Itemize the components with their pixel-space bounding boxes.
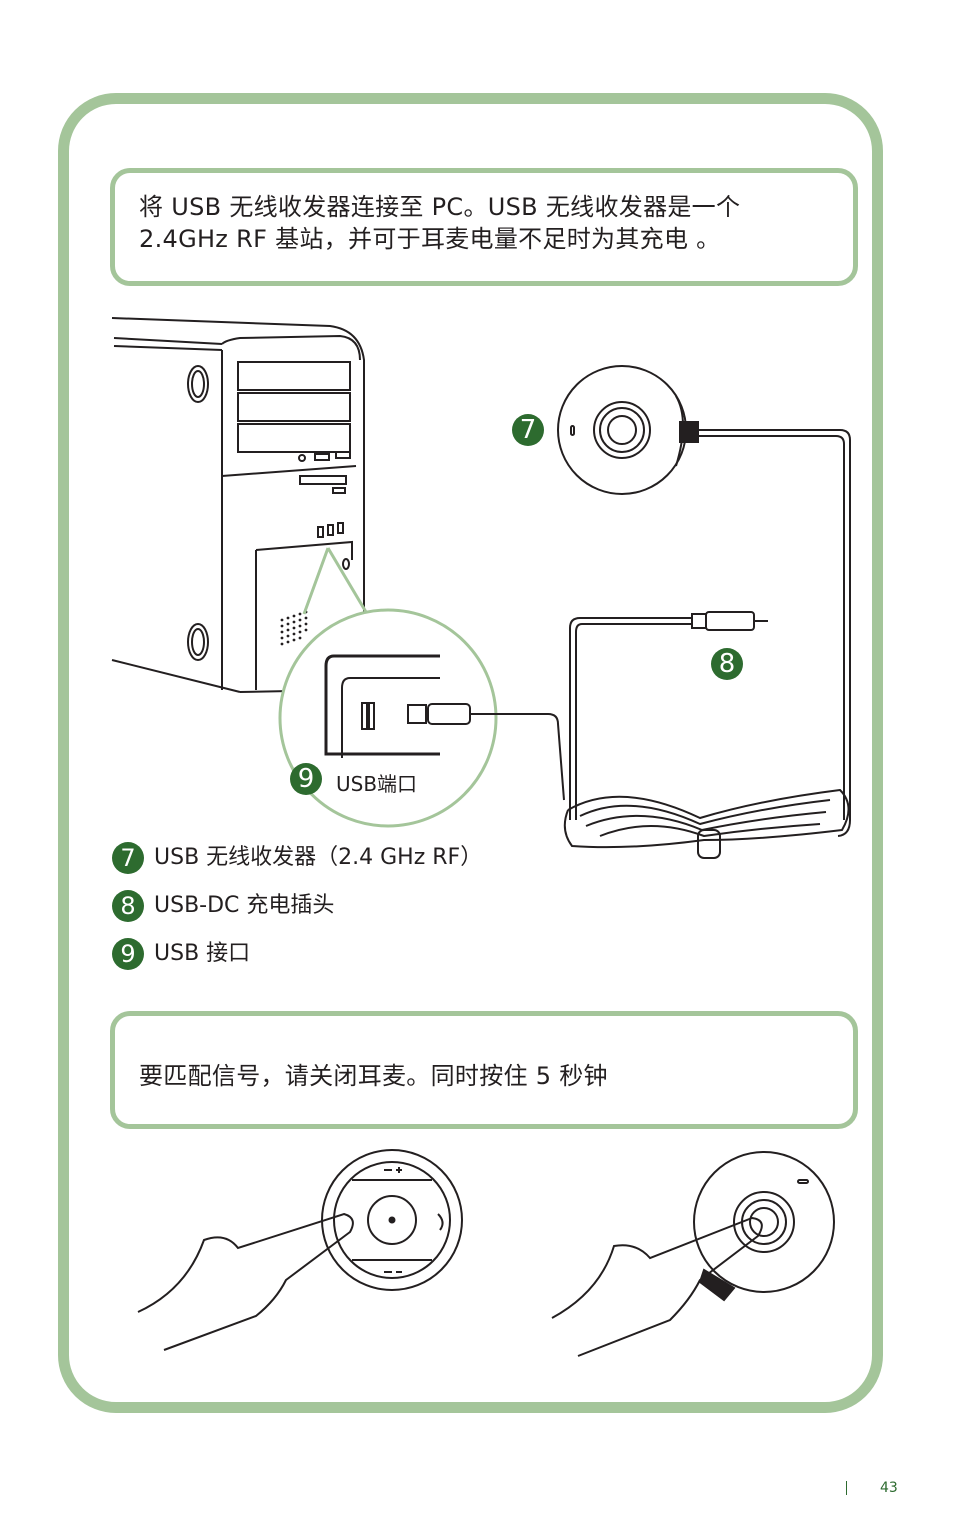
legend-number: 9 (112, 938, 144, 970)
pairing-instruction-box: 要匹配信号，请关闭耳麦。同时按住 5 秒钟 (110, 1011, 858, 1129)
legend-label: USB 无线收发器（2.4 GHz RF） (154, 845, 483, 870)
transceiver-badge: 7 (512, 414, 544, 446)
connect-instruction-text: 将 USB 无线收发器连接至 PC。USB 无线收发器是一个 2.4GHz RF… (139, 193, 741, 253)
headset-remote-drawing (137, 1149, 463, 1351)
page-frame (58, 93, 883, 1413)
legend-label: USB 接口 (154, 941, 251, 966)
usb-port-badge: 9 (290, 763, 322, 795)
pairing-instruction-text: 要匹配信号，请关闭耳麦。同时按住 5 秒钟 (139, 1062, 608, 1090)
page-number-divider (846, 1481, 847, 1495)
legend-number: 7 (112, 842, 144, 874)
usb-transceiver-drawing (557, 365, 851, 837)
legend-label: USB-DC 充电插头 (154, 893, 335, 918)
charging-plug-badge: 8 (711, 648, 743, 680)
page-number: 43 (880, 1480, 898, 1496)
usb-port-label: USB端口 (336, 772, 418, 796)
legend-number: 8 (112, 890, 144, 922)
connect-instruction-box: 将 USB 无线收发器连接至 PC。USB 无线收发器是一个 2.4GHz RF… (110, 168, 858, 286)
usb-port-zoom (278, 547, 565, 828)
transceiver-press-drawing (551, 1151, 835, 1357)
charging-cable-drawing (563, 611, 850, 859)
